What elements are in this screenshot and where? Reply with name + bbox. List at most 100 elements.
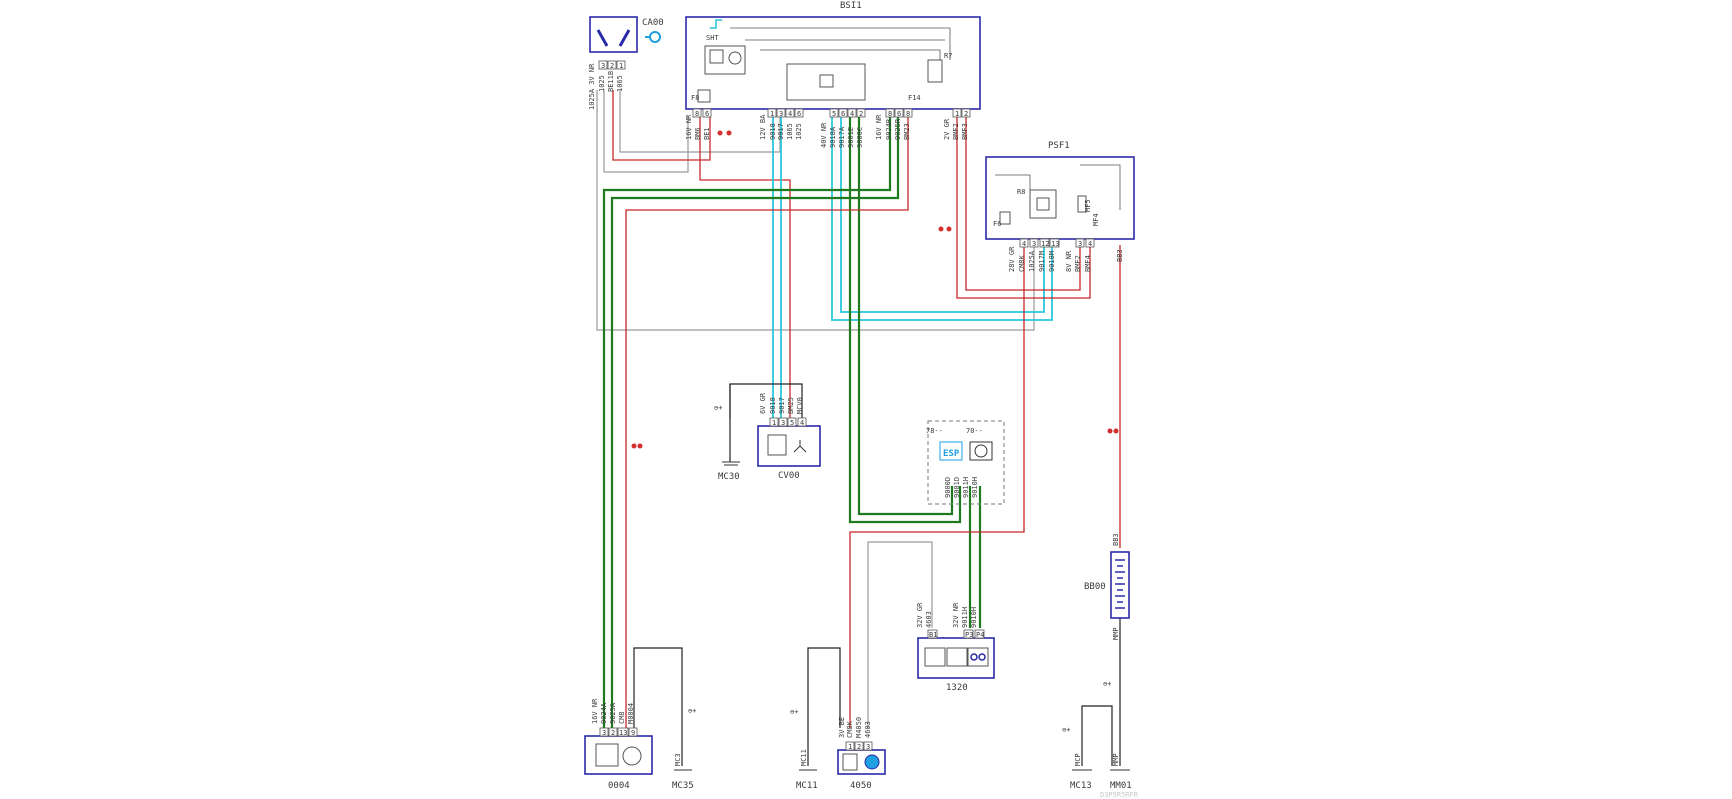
svg-text:3: 3 <box>1078 240 1082 248</box>
f8-label: F8 <box>691 94 699 102</box>
wire-black-mcp <box>1081 705 1113 766</box>
bsi1-left-pins: 8 6 <box>692 108 712 118</box>
wire-grey-1025 <box>596 90 1035 331</box>
svg-text:13: 13 <box>1051 240 1059 248</box>
right-grounds: ⊖+ ⊖+ MCP MMP MC13 MM01 D3P5R5RFR <box>1062 680 1139 799</box>
svg-text:9017: 9017 <box>777 123 785 140</box>
svg-text:BMF2: BMF2 <box>952 123 960 140</box>
esp-badge: ESP <box>943 449 960 459</box>
mc11-label: MC11 <box>796 781 818 791</box>
bb00-title: BB00 <box>1084 582 1106 592</box>
svg-text:3: 3 <box>781 419 785 427</box>
gauge-icon <box>622 746 642 766</box>
cv00-title: CV00 <box>778 471 800 481</box>
svg-text:BM23: BM23 <box>903 123 911 140</box>
svg-text:1: 1 <box>770 110 774 118</box>
c4050-component: 1 2 3 3V BE CM8K M4050 4603 4050 ⊖+ MC11… <box>790 708 886 791</box>
svg-text:MC11: MC11 <box>800 749 808 766</box>
f6-fuse <box>999 211 1011 225</box>
cv00-chip-icon <box>767 434 787 456</box>
svg-text:4: 4 <box>1022 240 1026 248</box>
ground-sign: ⊖+ <box>790 708 798 716</box>
bb00-component: BB00 BB3 MMP <box>1084 428 1130 640</box>
svg-text:6V GR: 6V GR <box>759 392 767 414</box>
abs-icon <box>969 441 993 461</box>
svg-text:BE1: BE1 <box>703 127 711 140</box>
svg-text:P3: P3 <box>965 631 973 639</box>
r8-label: R8 <box>1017 188 1025 196</box>
svg-text:BM25: BM25 <box>787 397 795 414</box>
f14-label: F14 <box>908 94 921 102</box>
f6-label: F6 <box>993 220 1001 228</box>
mc30-label: MC30 <box>718 472 740 482</box>
ca00-component: CA00 3 2 1 1025A 3V NR 1025 BE11B 1065 <box>588 16 664 110</box>
wire-grey-1065 <box>603 90 689 173</box>
lamp-icon <box>728 51 742 65</box>
wire-green-9000c <box>857 116 954 516</box>
svg-text:BMF2: BMF2 <box>1074 255 1082 272</box>
ca00-title: CA00 <box>642 18 664 28</box>
c0004-title: 0004 <box>608 781 630 791</box>
svg-text:M0004: M0004 <box>627 703 635 724</box>
ecu-group-78-label: 78-- <box>926 427 943 435</box>
svg-text:12: 12 <box>1041 240 1049 248</box>
svg-text:1065: 1065 <box>616 75 624 92</box>
battery-icon <box>1115 559 1125 609</box>
mf5-fuse <box>1077 195 1087 213</box>
psf1-title: PSF1 <box>1048 141 1070 151</box>
mc35-label: MC35 <box>672 781 694 791</box>
svg-text:9010H: 9010H <box>970 607 978 628</box>
svg-text:9025R: 9025R <box>894 118 902 140</box>
ca00-switch-right-icon <box>618 29 631 47</box>
bsi1-title: BSI1 <box>840 1 862 11</box>
mf4-label: MF4 <box>1092 213 1100 226</box>
wire-red-be11b <box>612 90 711 161</box>
svg-text:9017M: 9017M <box>1038 251 1046 272</box>
ground-sign: ⊖+ <box>1103 680 1111 688</box>
svg-text:MMP: MMP <box>1112 627 1120 640</box>
wire-layer <box>596 90 1121 766</box>
svg-text:9018M: 9018M <box>1048 251 1056 272</box>
ca00-box <box>589 16 638 53</box>
svg-text:9017: 9017 <box>778 397 786 414</box>
svg-text:8: 8 <box>695 110 699 118</box>
svg-text:9000D: 9000D <box>944 477 952 498</box>
svg-text:6: 6 <box>897 110 901 118</box>
svg-text:2: 2 <box>859 110 863 118</box>
svg-text:4: 4 <box>1088 240 1092 248</box>
bsi1-component: BSI1 SHT R7 F8 F14 8 6 1 3 4 6 5 6 4 <box>685 1 981 148</box>
c0004-chip-icon <box>595 743 619 767</box>
cv00-box <box>757 425 821 467</box>
sht-label: SHT <box>706 34 719 42</box>
c4050-pins: 1 2 3 <box>845 741 873 751</box>
wire-red-bmf3 <box>965 116 1081 291</box>
svg-text:9018: 9018 <box>769 397 777 414</box>
svg-text:B1: B1 <box>929 631 937 639</box>
wire-grey-4603 <box>867 541 933 728</box>
ground-sign: ⊖+ <box>1062 726 1070 734</box>
bsi1-right-pins: 1 2 <box>952 108 971 118</box>
ecu-group-frame <box>927 420 1005 505</box>
svg-text:32V GR: 32V GR <box>916 602 924 628</box>
cv00-steering-icon <box>793 445 801 453</box>
svg-text:13: 13 <box>619 729 627 737</box>
mf5-label: MF5 <box>1084 199 1092 212</box>
c0004-component: 3 2 13 9 16V NR 9024A 9025A CM8 M0004 00… <box>584 443 696 791</box>
wire-red-cm8 <box>625 116 909 728</box>
svg-text:28V GR: 28V GR <box>1008 246 1016 272</box>
r7-resistor <box>927 59 943 83</box>
svg-text:2V GR: 2V GR <box>943 118 951 140</box>
svg-text:9011H: 9011H <box>961 607 969 628</box>
svg-text:MCV0: MCV0 <box>796 397 804 414</box>
svg-text:3: 3 <box>779 110 783 118</box>
svg-text:9025A: 9025A <box>609 702 617 724</box>
svg-text:5: 5 <box>790 419 794 427</box>
key-icon <box>649 31 661 43</box>
svg-text:16V NR: 16V NR <box>685 114 693 140</box>
svg-text:6: 6 <box>797 110 801 118</box>
svg-text:4: 4 <box>800 419 804 427</box>
svg-text:9018A: 9018A <box>829 126 837 148</box>
ground-sign: ⊖+ <box>714 404 722 412</box>
ca00-connector-label: 1025A 3V NR <box>588 63 596 110</box>
svg-text:9010H: 9010H <box>971 477 979 498</box>
